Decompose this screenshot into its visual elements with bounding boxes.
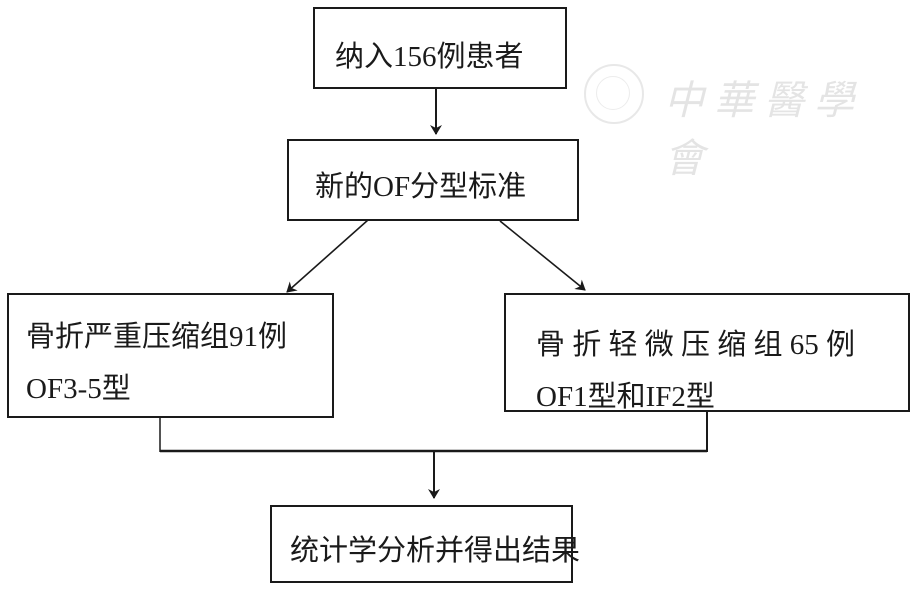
group-mild-line1: 骨 折 轻 微 压 缩 组 65 例 (536, 329, 856, 361)
arrow-step2-to-right (499, 220, 586, 291)
group-severe-line2: OF3-5型 (26, 373, 131, 405)
society-seal-icon (584, 64, 644, 124)
step-include-patients: 纳入156例患者 (313, 7, 567, 89)
watermark: 中華醫學會 (578, 58, 878, 182)
watermark-text: 中華醫學會 (664, 78, 864, 182)
step-of-classification-label: 新的OF分型标准 (315, 171, 527, 203)
arrow-step2-to-left (286, 219, 369, 293)
group-mild-compression: 骨 折 轻 微 压 缩 组 65 例 OF1型和IF2型 (504, 293, 910, 413)
step-statistical-analysis: 统计学分析并得出结果 (270, 505, 580, 583)
step-statistical-analysis-label: 统计学分析并得出结果 (290, 535, 581, 567)
group-severe-line1: 骨折严重压缩组91例 (26, 321, 288, 353)
group-severe-compression: 骨折严重压缩组91例 OF3-5型 (7, 293, 334, 418)
group-mild-line2: OF1型和IF2型 (536, 381, 715, 413)
step-include-patients-label: 纳入156例患者 (335, 41, 524, 73)
step-of-classification: 新的OF分型标准 (287, 139, 579, 221)
